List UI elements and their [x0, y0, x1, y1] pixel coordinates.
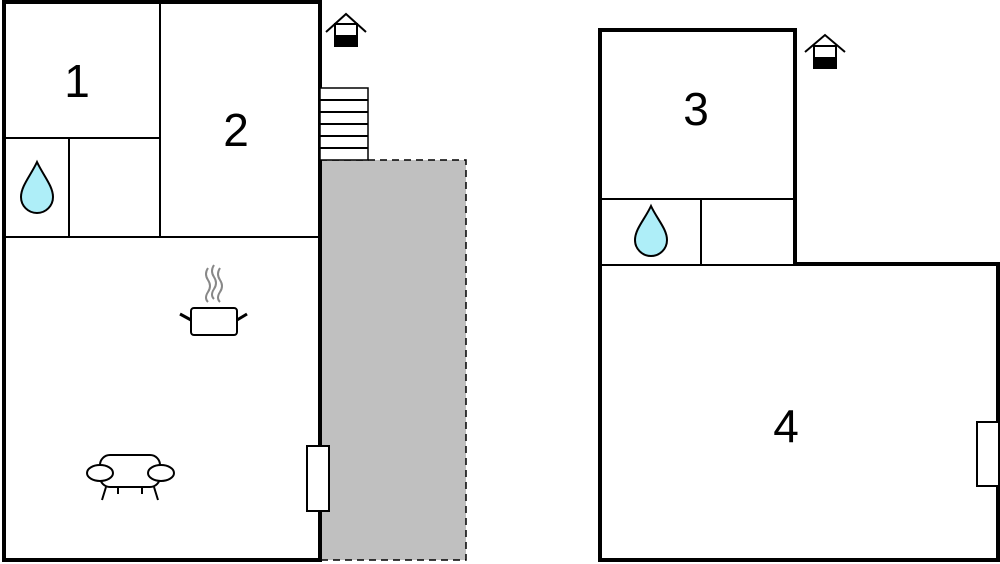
ground-floor-outer-wall: [2, 0, 322, 562]
water-drop-icon-right: [633, 203, 669, 257]
house-entrance-icon-right: [804, 33, 846, 69]
stairs-icon: [319, 87, 369, 161]
house-entrance-icon: [325, 12, 367, 47]
water-drop-icon: [19, 159, 55, 214]
window-icon-right: [976, 421, 1000, 487]
ground-floor: 1 2: [2, 0, 467, 562]
room-label-3: 3: [683, 83, 709, 135]
window-icon: [306, 445, 330, 512]
room-label-4: 4: [773, 400, 799, 452]
room-label-2: 2: [223, 104, 249, 156]
room-label-1: 1: [64, 55, 90, 107]
terrace-area: [319, 159, 467, 561]
upper-floor-outer-wall: [598, 28, 1000, 562]
cooking-pot-icon: [179, 264, 248, 336]
upper-floor: 3 4: [598, 28, 1000, 562]
sofa-icon: [86, 454, 175, 501]
